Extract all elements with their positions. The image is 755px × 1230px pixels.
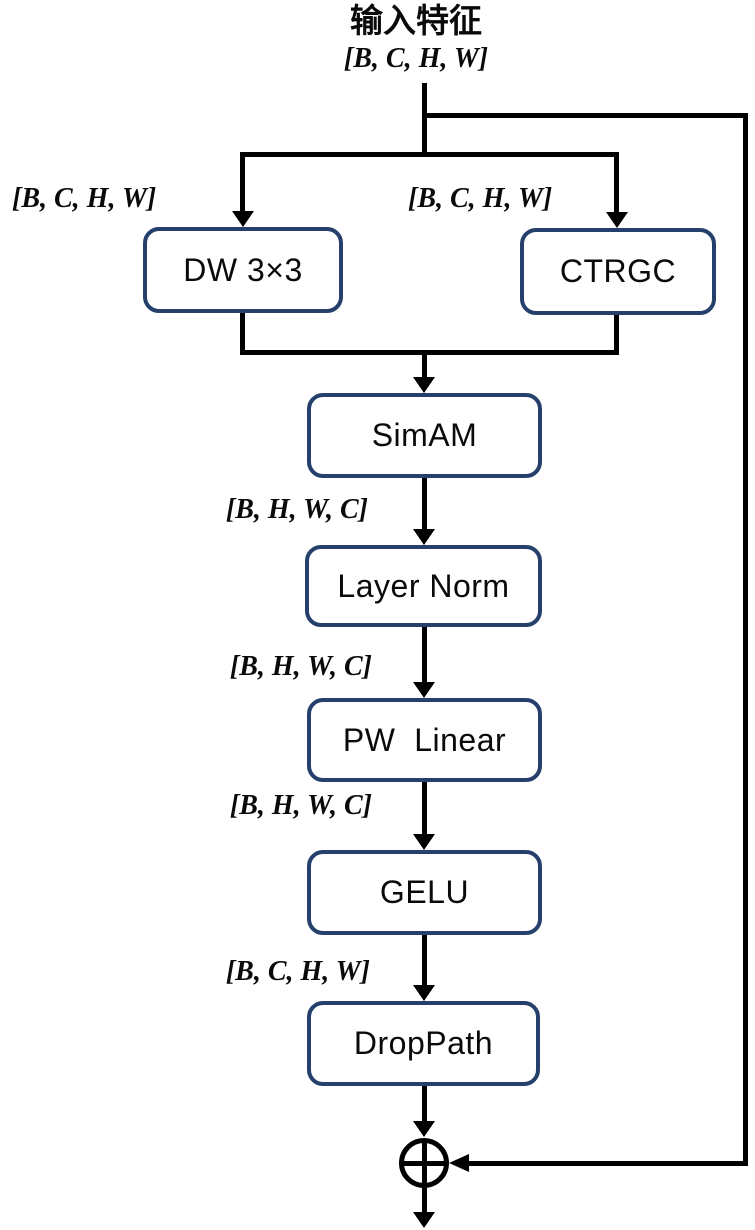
- node-pw-linear: PW Linear: [307, 698, 542, 782]
- branch-left-shape-label: [B, C, H, W]: [12, 183, 157, 214]
- node-gelu: GELU: [307, 850, 542, 935]
- arrowhead-to-simam-icon: [413, 377, 435, 393]
- edge-gelu-droppath-line: [422, 935, 427, 986]
- edge-merge-line: [240, 350, 619, 355]
- input-feature-title: 输入特征: [349, 2, 482, 39]
- branch-right-shape-label: [B, C, H, W]: [408, 183, 553, 214]
- node-simam: SimAM: [307, 393, 542, 478]
- edge-branch-split-line: [240, 152, 619, 157]
- edge-dw-out-line: [240, 313, 245, 353]
- edge-pwlinear-gelu-line: [422, 782, 427, 835]
- edge-to-simam-line: [422, 350, 427, 378]
- node-drop-path-label: DropPath: [353, 1025, 494, 1061]
- after-gelu-shape-label: [B, C, H, W]: [225, 956, 370, 987]
- edge-skip-top-line: [424, 113, 748, 118]
- arrowhead-to-ctrgc-icon: [606, 212, 628, 228]
- input-feature-block: 输入特征 [B, C, H, W]: [344, 2, 488, 76]
- node-gelu-label: GELU: [379, 874, 470, 910]
- edge-output-line: [422, 1188, 427, 1213]
- edge-to-ctrgc-line: [614, 152, 619, 213]
- arrowhead-to-layernorm-icon: [413, 529, 435, 545]
- node-dw-3x3-label: DW 3×3: [183, 251, 303, 288]
- node-ctrgc-label: CTRGC: [559, 253, 677, 289]
- edge-skip-bottom-line: [467, 1161, 748, 1166]
- edge-ctrgc-out-line: [614, 315, 619, 353]
- node-drop-path: DropPath: [307, 1001, 540, 1086]
- arrowhead-to-sum-icon: [413, 1121, 435, 1137]
- after-pwlinear-shape-label: [B, H, W, C]: [229, 790, 372, 821]
- arrowhead-to-pwlinear-icon: [413, 682, 435, 698]
- arrowhead-to-droppath-icon: [413, 985, 435, 1001]
- edge-to-dw-line: [240, 152, 245, 212]
- node-dw-3x3: DW 3×3: [143, 227, 343, 313]
- node-layer-norm: Layer Norm: [305, 545, 542, 627]
- after-simam-shape-label: [B, H, W, C]: [225, 494, 368, 525]
- after-layernorm-shape-label: [B, H, W, C]: [229, 651, 372, 682]
- edge-simam-layernorm-line: [422, 478, 427, 530]
- node-ctrgc: CTRGC: [520, 228, 716, 315]
- edge-droppath-sum-line: [422, 1086, 427, 1122]
- node-pw-linear-label: PW Linear: [342, 721, 507, 758]
- arrowhead-to-dw-icon: [232, 211, 254, 227]
- arrowhead-output-icon: [413, 1212, 435, 1228]
- arrowhead-to-gelu-icon: [413, 834, 435, 850]
- node-layer-norm-label: Layer Norm: [337, 567, 510, 604]
- node-simam-label: SimAM: [371, 417, 478, 453]
- edge-layernorm-pwlinear-line: [422, 627, 427, 683]
- input-shape-label: [B, C, H, W]: [343, 42, 489, 74]
- circled-plus-horizontal-stroke: [402, 1161, 446, 1166]
- arrowhead-skip-to-sum-icon: [449, 1154, 469, 1172]
- edge-skip-vertical-line: [743, 113, 748, 1166]
- edge-input-main-line: [422, 83, 427, 157]
